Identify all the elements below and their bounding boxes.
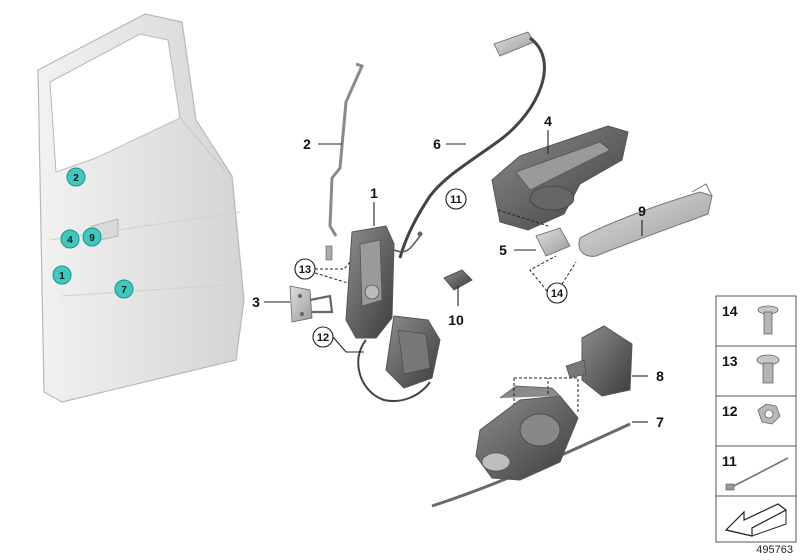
svg-text:1: 1 — [59, 271, 65, 282]
part-4-handle-carrier — [491, 125, 629, 231]
part-5-cover — [535, 227, 571, 257]
door-marker-2: 2 — [66, 167, 86, 187]
svg-text:2: 2 — [73, 173, 79, 184]
callout-5: 5 — [499, 242, 507, 258]
legend-label-11: 11 — [722, 453, 737, 469]
part-7-drive-unit — [431, 385, 631, 508]
reference-number: 495763 — [756, 544, 793, 556]
bolt-icon — [757, 305, 779, 335]
svg-text:14: 14 — [551, 288, 564, 300]
callout-10: 10 — [448, 312, 464, 328]
part-3-striker — [289, 285, 334, 323]
svg-text:7: 7 — [121, 285, 127, 296]
legend-label-13: 13 — [722, 353, 738, 369]
arrow-icon — [724, 503, 788, 537]
screw-13-small — [325, 245, 333, 261]
callout-8: 8 — [656, 368, 664, 384]
part-2-rod — [328, 62, 365, 237]
door-shell-icon — [37, 13, 245, 403]
bolt-icon — [756, 354, 780, 384]
ref-circle-12: 12 — [312, 326, 334, 348]
part-8-control-unit — [565, 325, 633, 397]
hex-nut-icon — [757, 403, 781, 425]
part-10-clip — [443, 269, 473, 306]
svg-text:9: 9 — [89, 233, 95, 244]
ref-circle-11: 11 — [445, 188, 467, 210]
callout-3: 3 — [252, 294, 260, 310]
cable-tie-icon — [725, 457, 789, 491]
svg-text:4: 4 — [67, 235, 73, 246]
legend-panel — [715, 295, 797, 543]
svg-text:13: 13 — [299, 264, 311, 276]
callout-1: 1 — [370, 185, 378, 201]
door-marker-4: 4 — [60, 229, 80, 249]
callout-7: 7 — [656, 414, 664, 430]
part-1-lock — [345, 225, 441, 402]
ref-circle-13: 13 — [294, 258, 316, 280]
svg-text:12: 12 — [317, 332, 329, 344]
part-6-cable — [398, 31, 546, 259]
door-marker-7: 7 — [114, 279, 134, 299]
callout-9: 9 — [638, 203, 646, 219]
svg-text:11: 11 — [450, 194, 462, 206]
legend-label-14: 14 — [722, 303, 738, 319]
callout-6: 6 — [433, 136, 441, 152]
door-marker-1: 1 — [52, 265, 72, 285]
legend-label-12: 12 — [722, 403, 738, 419]
callout-2: 2 — [303, 136, 311, 152]
part-9-door-handle — [578, 183, 713, 257]
callout-4: 4 — [544, 113, 552, 129]
ref-circle-14: 14 — [546, 282, 568, 304]
door-marker-9: 9 — [82, 227, 102, 247]
